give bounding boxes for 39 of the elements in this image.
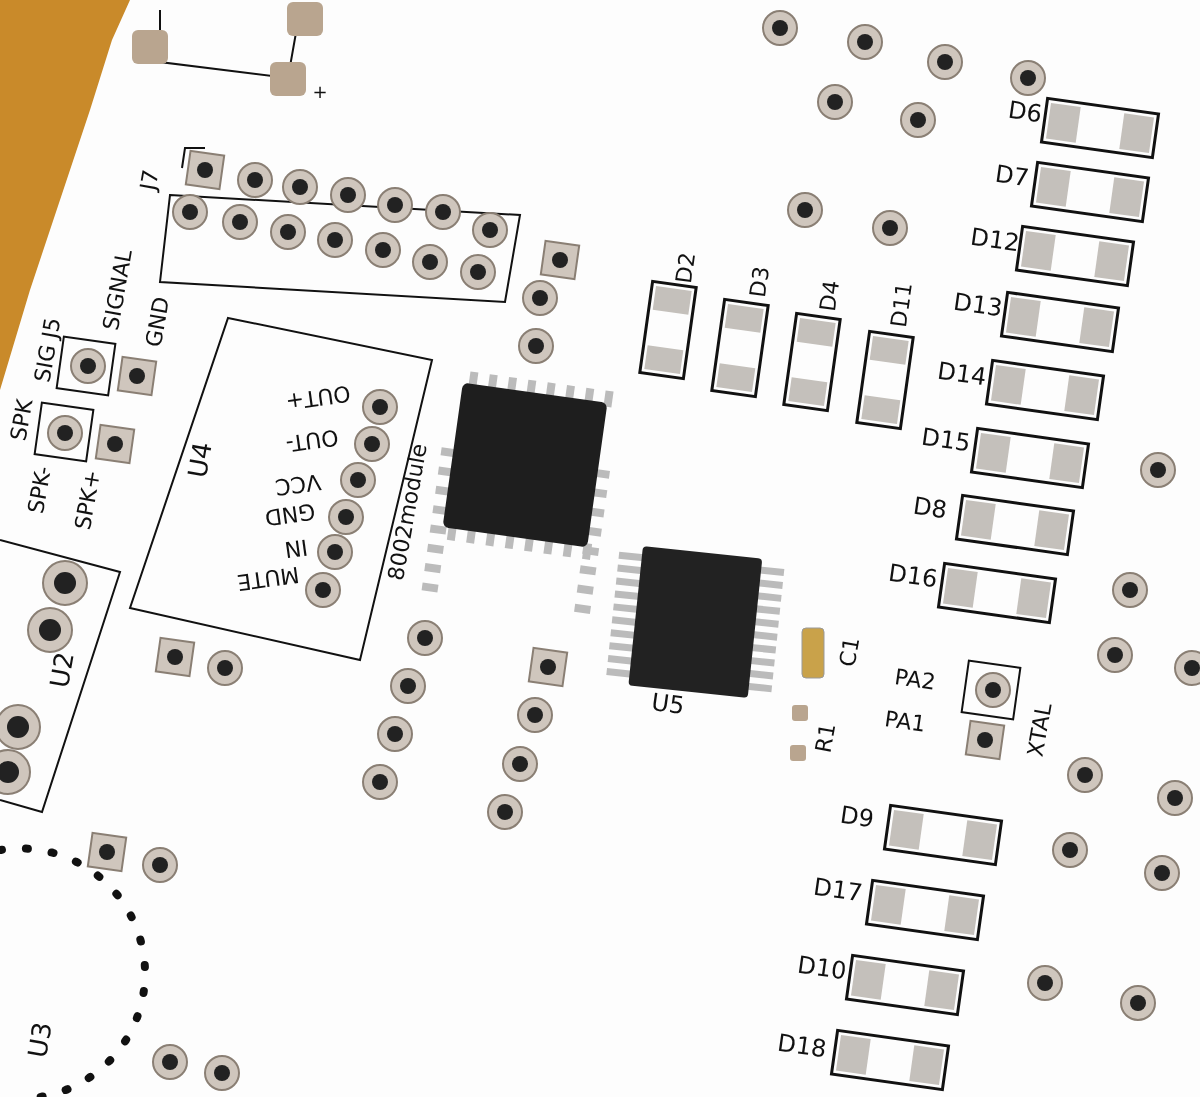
silkscreen-label: + [312,83,328,101]
silkscreen-label: D4 [816,279,844,313]
silkscreen-label: SPK- [25,464,55,516]
silkscreen-label: R1 [812,721,840,755]
silkscreen-label: D13 [952,289,1004,321]
silkscreen-label: D3 [746,265,774,299]
silkscreen-label: GND [142,295,174,349]
silkscreen-label: OUT+ [284,381,352,413]
silkscreen-label: PA1 [883,708,927,736]
silkscreen-label: PA2 [893,666,937,694]
silkscreen-label: D10 [796,952,848,984]
silkscreen-label: D2 [672,251,700,285]
silkscreen-label: D7 [993,161,1031,191]
silkscreen-label: D17 [812,874,864,906]
silkscreen-label: D14 [936,358,988,390]
silkscreen-label: SIG J5 [31,316,65,384]
silkscreen-label: VCC [273,469,323,499]
silkscreen-label: U2 [46,650,78,690]
silkscreen-label: XTAL [1024,701,1056,759]
silkscreen-label: J7 [137,168,163,192]
silkscreen-label: SIGNAL [100,248,136,332]
silkscreen-label: IN [283,535,309,561]
silkscreen-label: OUT- [284,425,340,455]
silkscreen-label: D6 [1006,97,1044,127]
silkscreen-label: D12 [969,224,1021,256]
silkscreen-label: MUTE [235,562,301,594]
silkscreen-label: U5 [650,689,686,719]
silkscreen-label: D15 [920,424,972,456]
silkscreen-label: GND [263,499,317,529]
silkscreen-label: D11 [888,281,916,329]
silkscreen-label: U3 [24,1020,56,1060]
silkscreen-label: D16 [887,560,939,592]
silkscreen-label: D18 [776,1030,828,1062]
silkscreen-label: SPK [7,397,37,443]
silkscreen-label: D8 [911,493,949,523]
silkscreen-label: C1 [836,635,864,669]
silkscreen-label: SPK+ [71,468,105,532]
silkscreen-label: U4 [184,440,216,480]
silkscreen-label: D9 [838,802,876,832]
